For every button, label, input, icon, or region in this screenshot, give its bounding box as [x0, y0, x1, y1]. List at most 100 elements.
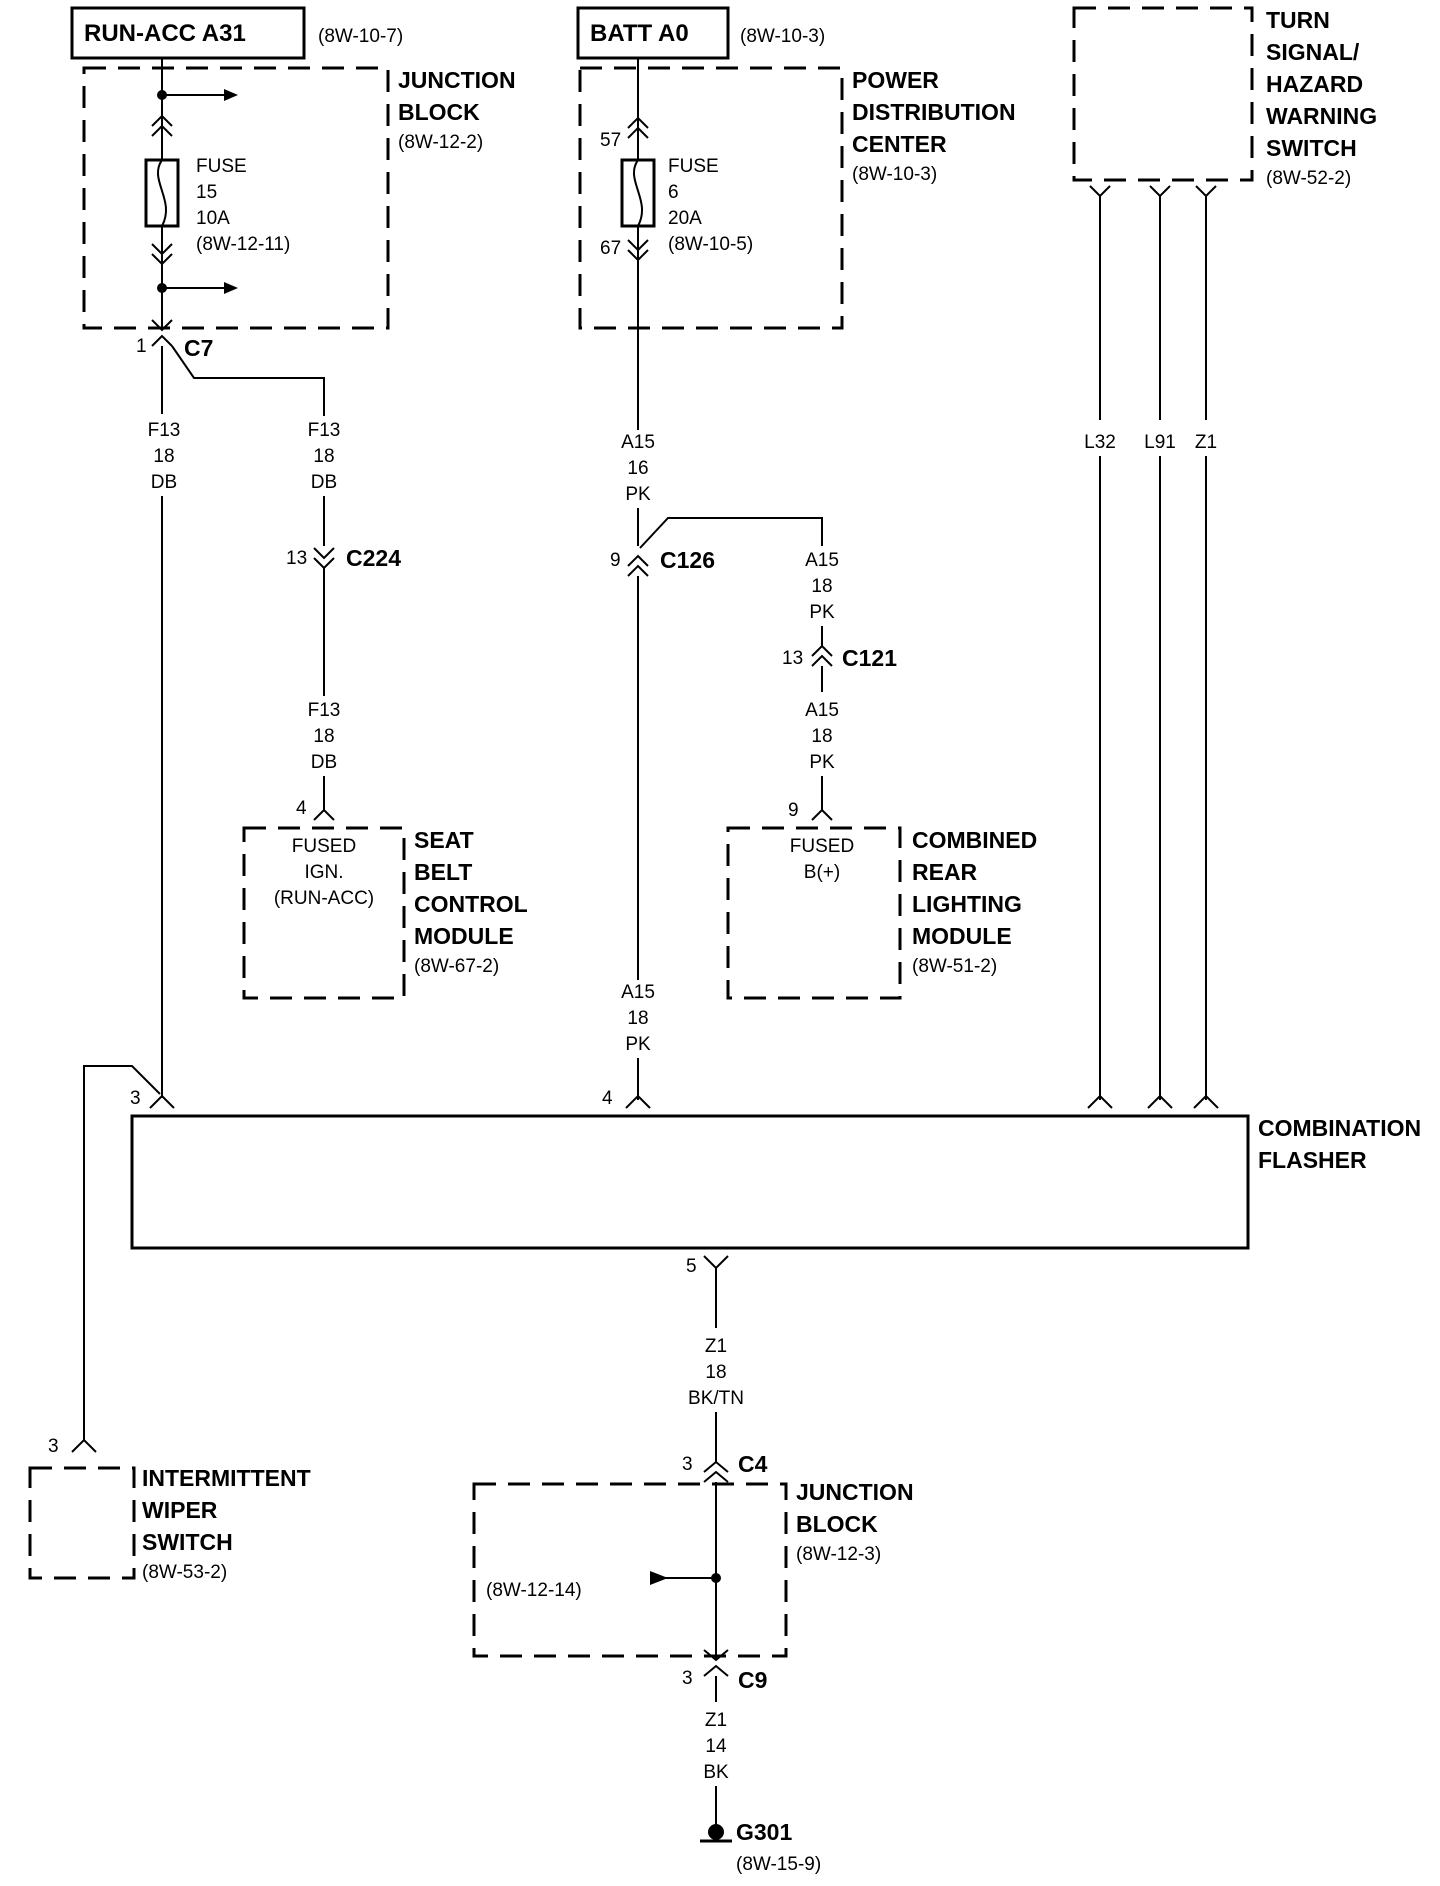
c126-pin: 9: [610, 550, 621, 571]
seat-module-name-3: CONTROL: [414, 891, 528, 917]
c7-connector-top-icon: [151, 319, 173, 332]
turn-switch-box: [1072, 6, 1254, 182]
pdc-connector-top2-icon: [627, 126, 649, 139]
lighting-module-box: [726, 826, 902, 1000]
c7-name: C7: [184, 335, 213, 361]
pdc-name-3: CENTER: [852, 131, 947, 157]
c4-pin: 3: [682, 1454, 693, 1475]
f13-seat-line-2: 18: [313, 726, 334, 747]
z1-pin-icon: [1195, 185, 1217, 198]
flasher-pin5-icon: [703, 1255, 729, 1270]
fuse-6-line-4: (8W-10-5): [668, 234, 753, 255]
c126-connector-bot-icon: [627, 564, 649, 577]
wiper-switch-box: [28, 1466, 136, 1580]
f13-seat-line-1: F13: [308, 700, 341, 721]
run-acc-ref: (8W-10-7): [318, 26, 403, 47]
c4-connector2-icon: [703, 1470, 729, 1483]
fuse-15-line-1: FUSE: [196, 156, 247, 177]
fuse-6-line-3: 20A: [668, 208, 702, 229]
junction-block-bottom: [472, 1482, 788, 1658]
c9-name: C9: [738, 1667, 767, 1693]
c224-pin: 13: [286, 548, 307, 569]
wiper-feed-wire: [83, 1065, 161, 1440]
pdc-ref: (8W-10-3): [852, 164, 937, 185]
z1-flasher-line-3: BK/TN: [688, 1388, 744, 1409]
pdc-connector-bot2-icon: [627, 249, 649, 262]
seat-module-pin: 4: [296, 798, 307, 819]
batt-label: BATT A0: [590, 20, 689, 47]
seat-module-ref: (8W-67-2): [414, 956, 499, 977]
c224-name: C224: [346, 545, 401, 571]
lighting-module-name-1: COMBINED: [912, 827, 1037, 853]
ground-ref: (8W-15-9): [736, 1854, 821, 1875]
c7-pin: 1: [136, 336, 147, 357]
lighting-module-inner-1: FUSED: [790, 836, 854, 857]
junction-block-top-name-2: BLOCK: [398, 99, 480, 125]
wiper-name-3: SWITCH: [142, 1529, 233, 1555]
fuse-6-line-1: FUSE: [668, 156, 719, 177]
fuse15-connector-bot-icon: [151, 243, 173, 256]
fuse-6-element-icon: [632, 159, 644, 227]
seat-module-name-2: BELT: [414, 859, 472, 885]
lighting-module-name-2: REAR: [912, 859, 978, 885]
junction-block-bottom-ref: (8W-12-3): [796, 1544, 881, 1565]
pdc-name-1: POWER: [852, 67, 939, 93]
lighting-module-inner-2: B(+): [804, 862, 840, 883]
seat-belt-module-box: [242, 826, 406, 1000]
flasher-pin3-icon: [149, 1094, 175, 1109]
lighting-module-name-3: LIGHTING: [912, 891, 1022, 917]
c224-connector-top-icon: [313, 547, 335, 560]
a15-branch-line-2: 18: [811, 576, 832, 597]
wiper-name-1: INTERMITTENT: [142, 1465, 311, 1491]
pdc-pin-out: 67: [600, 238, 621, 259]
junction-block-top: [82, 66, 390, 330]
flasher-pin4-icon: [625, 1094, 651, 1109]
flasher-name-2: FLASHER: [1258, 1147, 1367, 1173]
turn-switch-name-4: WARNING: [1266, 103, 1377, 129]
ground-icon: [708, 1824, 724, 1840]
wiper-ref: (8W-53-2): [142, 1562, 227, 1583]
l91-pin-icon: [1149, 185, 1171, 198]
ground-name: G301: [736, 1819, 792, 1845]
run-acc-label: RUN-ACC A31: [84, 20, 246, 47]
seat-module-inner-1: FUSED: [292, 836, 356, 857]
fuse-15-line-2: 15: [196, 182, 217, 203]
z1-flasher-line-2: 18: [705, 1362, 726, 1383]
seat-module-name-4: MODULE: [414, 923, 514, 949]
c126-name: C126: [660, 547, 715, 573]
junction-block-top-ref: (8W-12-2): [398, 132, 483, 153]
f13-seat-line-3: DB: [311, 752, 337, 773]
c121-name: C121: [842, 645, 897, 671]
f13-main-line-3: DB: [151, 472, 177, 493]
fuse15-connector-top2-icon: [151, 124, 173, 137]
pdc-pin-in: 57: [600, 130, 621, 151]
turn-switch-ref: (8W-52-2): [1266, 168, 1351, 189]
f13-branch-line-3: DB: [311, 472, 337, 493]
seat-module-pin-icon: [313, 808, 335, 821]
lighting-module-pin: 9: [788, 800, 799, 821]
pdc-connector-top-icon: [627, 116, 649, 129]
fuse15-connector-bot2-icon: [151, 253, 173, 266]
a15-flasher-line-1: A15: [621, 982, 655, 1003]
a15-main-line-3: PK: [625, 484, 651, 505]
fuse15-connector-top-icon: [151, 114, 173, 127]
turn-switch-name-1: TURN: [1266, 7, 1330, 33]
splice-bottom-arrow-icon: [224, 282, 238, 294]
fuse-15-line-4: (8W-12-11): [196, 234, 290, 255]
wiper-pin-icon: [71, 1438, 97, 1453]
c121-connector-top-icon: [811, 644, 833, 657]
a15-branch-line-3: PK: [809, 602, 835, 623]
flasher-name-1: COMBINATION: [1258, 1115, 1421, 1141]
z1-flasher-line-1: Z1: [705, 1336, 727, 1357]
batt-ref: (8W-10-3): [740, 26, 825, 47]
f13-branch-line-2: 18: [313, 446, 334, 467]
c9-pin: 3: [682, 1668, 693, 1689]
wiper-pin: 3: [48, 1436, 59, 1457]
f13-branch-line-1: F13: [308, 420, 341, 441]
c9-connector-icon: [703, 1649, 729, 1662]
pdc-box: [578, 66, 844, 330]
c7-branch-wire: [171, 345, 325, 416]
f13-main-line-2: 18: [153, 446, 174, 467]
wiper-name-2: WIPER: [142, 1497, 218, 1523]
